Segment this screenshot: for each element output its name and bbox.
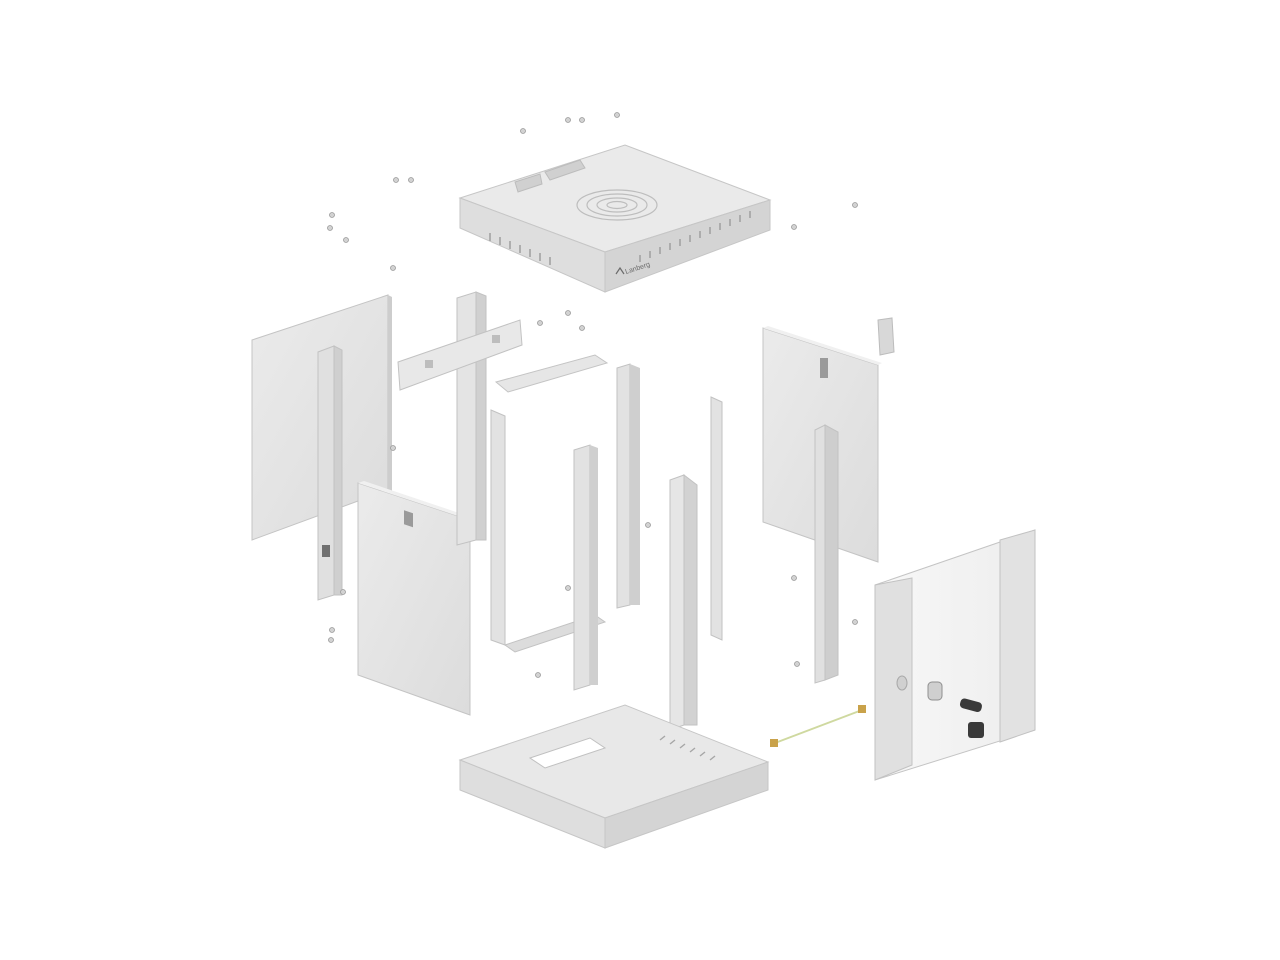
left-side-panel-front bbox=[357, 481, 474, 716]
vent-slots bbox=[489, 211, 751, 265]
rack-rail-1 bbox=[573, 444, 598, 691]
bottom-base bbox=[458, 704, 770, 849]
rack-rail-3 bbox=[710, 396, 723, 641]
rack-rail-2 bbox=[616, 363, 640, 609]
ground-wire bbox=[770, 705, 866, 747]
panel-cutout-right bbox=[820, 358, 828, 378]
screws bbox=[327, 112, 858, 678]
front-glass-door bbox=[874, 529, 1036, 781]
door-lock bbox=[927, 681, 984, 738]
key-icon bbox=[959, 698, 982, 713]
top-bracket-plate bbox=[494, 354, 609, 393]
right-front-rail bbox=[814, 424, 839, 684]
lock-hole bbox=[896, 675, 908, 691]
key-icon-2 bbox=[968, 722, 984, 738]
left-front-rail bbox=[317, 345, 343, 601]
front-vertical-post bbox=[669, 473, 698, 731]
rear-mounting-bracket bbox=[397, 291, 523, 546]
fan-grille bbox=[576, 189, 658, 221]
lock-cylinder bbox=[927, 681, 943, 701]
hinge-latch bbox=[322, 545, 330, 557]
panel-cutout bbox=[404, 510, 413, 528]
small-top-bracket bbox=[877, 317, 895, 356]
base-cutout bbox=[528, 737, 607, 769]
top-cover: Lanberg bbox=[458, 144, 772, 293]
